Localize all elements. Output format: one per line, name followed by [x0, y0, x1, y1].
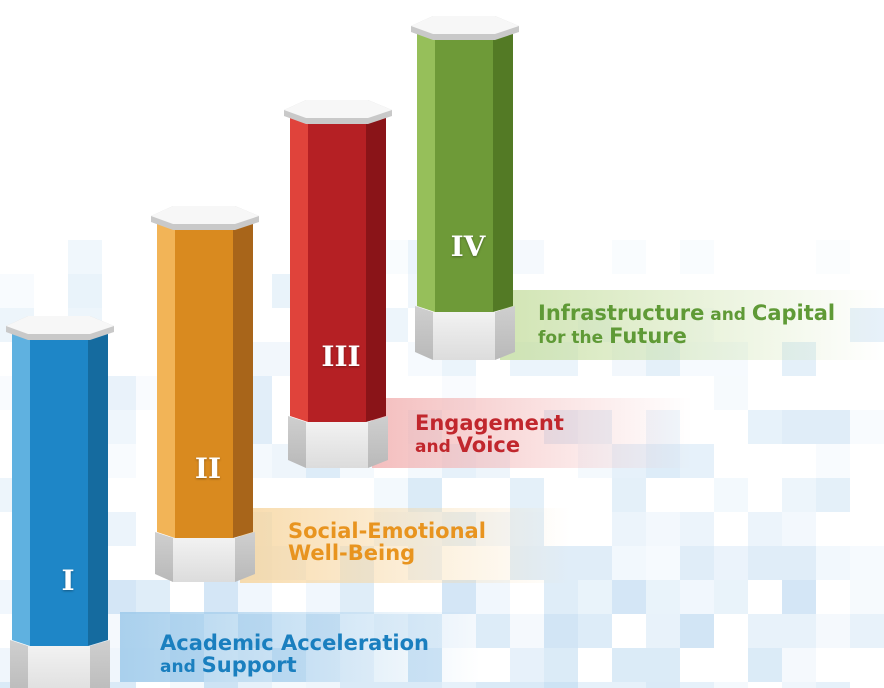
pillar-cap — [284, 100, 392, 124]
pillar-base — [415, 306, 515, 360]
label-line-1: Infrastructure and Capital — [538, 302, 835, 325]
pillar-shaft — [417, 30, 513, 312]
label-segment: Capital — [751, 301, 836, 325]
pillar-group — [6, 16, 519, 688]
label-segment: and — [704, 305, 752, 325]
label-line-1: Social-Emotional — [288, 520, 486, 542]
pillar-numeral-1: I — [61, 564, 75, 597]
label-segment: Well-Being — [288, 541, 416, 566]
label-line-2: and Voice — [415, 434, 564, 457]
label-line-1: Academic Acceleration — [160, 632, 429, 654]
pillar-4 — [411, 16, 519, 360]
label-band-1 — [120, 612, 480, 682]
label-segment: and — [160, 657, 202, 678]
pillar-cap — [6, 316, 114, 340]
label-bands — [120, 290, 884, 682]
pillar-base — [288, 416, 388, 468]
label-line-2: for the Future — [538, 325, 835, 348]
pillar-base — [155, 532, 255, 582]
label-segment: Engagement — [415, 411, 564, 435]
label-band-4 — [500, 290, 884, 360]
label-band-2 — [240, 508, 570, 583]
pillar-3 — [284, 100, 392, 468]
label-segment: Voice — [456, 433, 521, 458]
pillar-1 — [6, 316, 114, 688]
label-line-2: Well-Being — [288, 542, 486, 564]
label-segment: Infrastructure — [538, 301, 705, 325]
label-segment: Social-Emotional — [288, 519, 486, 543]
pillar-shaft — [12, 330, 108, 646]
pillar-cap — [411, 16, 519, 40]
label-segment: Support — [201, 653, 297, 678]
pillar-shaft — [157, 220, 253, 538]
label-segment: Future — [609, 323, 687, 348]
pillar-numeral-4: IV — [450, 230, 486, 263]
label-segment: Academic Acceleration — [160, 631, 429, 655]
pillar-numeral-2: II — [194, 452, 222, 485]
label-segment: and — [415, 437, 457, 458]
pillar-base — [10, 640, 110, 688]
label-line-2: and Support — [160, 654, 429, 677]
pillar-numeral-3: III — [321, 340, 361, 373]
pillar-shaft — [290, 114, 386, 422]
label-segment: for the — [538, 327, 610, 348]
pillar-cap — [151, 206, 259, 230]
pillar-2 — [151, 206, 259, 582]
label-line-1: Engagement — [415, 412, 564, 434]
label-band-3 — [372, 398, 692, 468]
